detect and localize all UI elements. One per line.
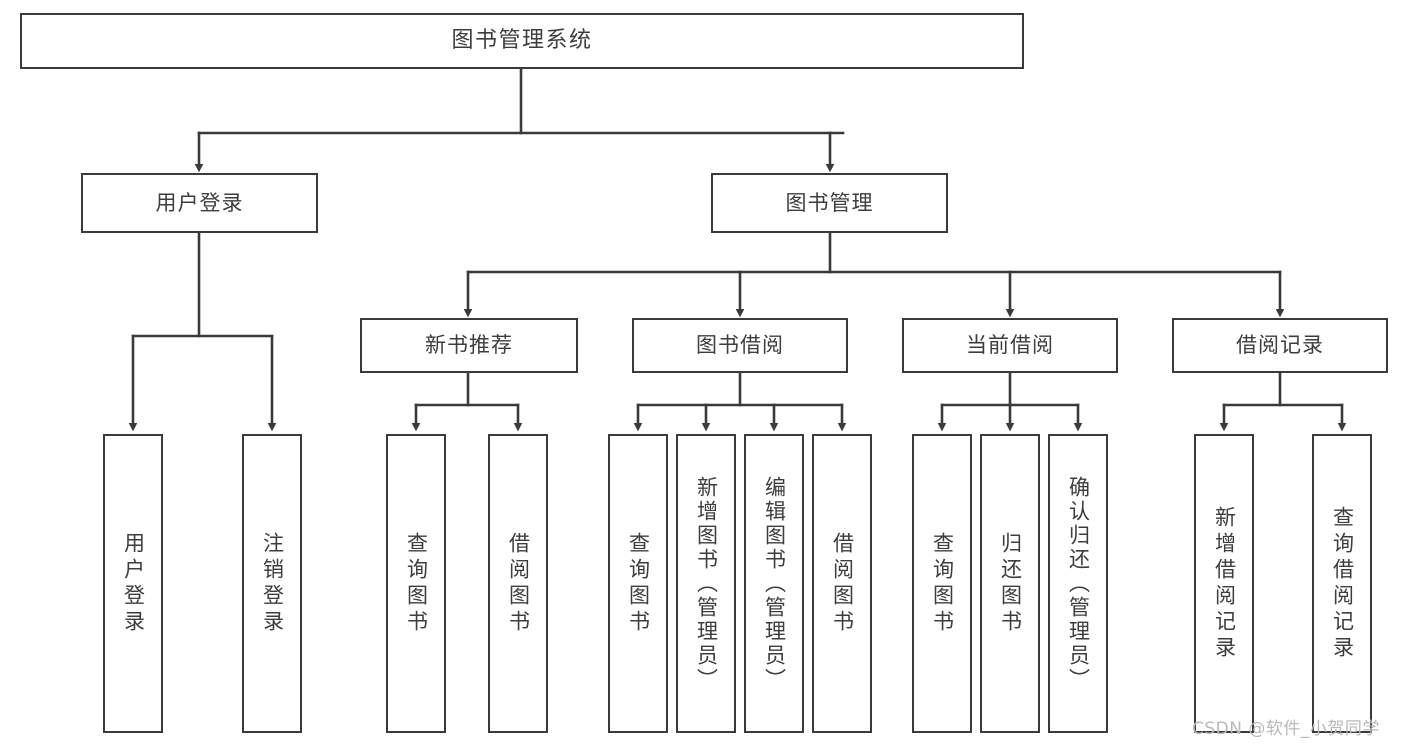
node-new-book-recommend[interactable]: 新书推荐 (360, 318, 578, 373)
node-book-borrow[interactable]: 图书借阅 (632, 318, 848, 373)
node-label: 归还图书 (998, 531, 1023, 636)
node-label: 确认归还（管理员） (1066, 475, 1091, 692)
node-label: 新增图书（管理员） (694, 475, 719, 692)
leaf-book-borrow-edit-admin[interactable]: 编辑图书（管理员） (744, 434, 804, 733)
node-borrow-record[interactable]: 借阅记录 (1172, 318, 1388, 373)
node-label: 借阅记录 (1236, 333, 1324, 358)
node-label: 当前借阅 (966, 333, 1054, 358)
leaf-borrow-record-add[interactable]: 新增借阅记录 (1194, 434, 1254, 733)
watermark-csdn: CSDN @软件_小贺同学 (1192, 719, 1380, 739)
node-label: 用户登录 (121, 531, 146, 636)
node-user-login[interactable]: 用户登录 (81, 173, 318, 233)
leaf-user-login-logout[interactable]: 注销登录 (242, 434, 302, 733)
node-label: 编辑图书（管理员） (762, 475, 787, 692)
leaf-book-borrow-borrow[interactable]: 借阅图书 (812, 434, 872, 733)
leaf-new-book-borrow[interactable]: 借阅图书 (488, 434, 548, 733)
node-root-book-management-system[interactable]: 图书管理系统 (20, 13, 1024, 69)
node-label: 图书管理 (785, 190, 874, 215)
node-label: 新书推荐 (425, 333, 513, 358)
node-label: 用户登录 (155, 190, 244, 215)
node-label: 借阅图书 (830, 531, 855, 636)
node-label: 借阅图书 (506, 531, 531, 636)
leaf-current-borrow-query[interactable]: 查询图书 (912, 434, 972, 733)
node-label: 查询借阅记录 (1330, 505, 1355, 662)
node-label: 注销登录 (260, 531, 285, 636)
leaf-user-login-login[interactable]: 用户登录 (103, 434, 163, 733)
node-label: 查询图书 (930, 531, 955, 636)
node-label: 图书管理系统 (451, 28, 593, 54)
leaf-current-borrow-confirm-return-admin[interactable]: 确认归还（管理员） (1048, 434, 1108, 733)
leaf-new-book-query[interactable]: 查询图书 (386, 434, 446, 733)
node-label: 新增借阅记录 (1212, 505, 1237, 662)
leaf-book-borrow-query[interactable]: 查询图书 (608, 434, 668, 733)
node-label: 查询图书 (404, 531, 429, 636)
leaf-book-borrow-add-admin[interactable]: 新增图书（管理员） (676, 434, 736, 733)
node-book-management[interactable]: 图书管理 (711, 173, 948, 233)
leaf-current-borrow-return[interactable]: 归还图书 (980, 434, 1040, 733)
node-label: 查询图书 (626, 531, 651, 636)
node-label: 图书借阅 (696, 333, 784, 358)
node-current-borrow[interactable]: 当前借阅 (902, 318, 1118, 373)
leaf-borrow-record-query[interactable]: 查询借阅记录 (1312, 434, 1372, 733)
